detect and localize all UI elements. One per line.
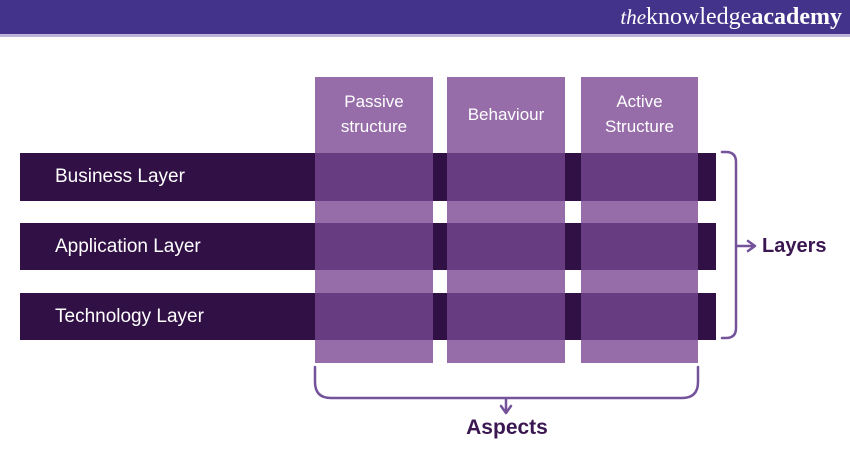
aspects-label: Aspects: [466, 416, 548, 439]
matrix-cell: [447, 153, 565, 201]
matrix-cell: [447, 293, 565, 340]
layers-bracket: [720, 150, 738, 340]
matrix-cell: [315, 153, 433, 201]
matrix-cell: [315, 223, 433, 270]
brand-logo-the: the: [620, 5, 647, 29]
column-header-active-structure: Active Structure: [605, 92, 674, 136]
row-label-technology-layer: Technology Layer: [55, 305, 204, 327]
matrix-cell: [581, 223, 698, 270]
row-label-business-layer: Business Layer: [55, 166, 185, 187]
layers-label: Layers: [762, 235, 827, 257]
aspects-bracket: [313, 365, 700, 400]
column-header-behaviour: Behaviour: [467, 104, 545, 124]
topbar: theknowledgeacademy: [0, 0, 850, 37]
matrix-cell: [315, 293, 433, 340]
column-header-passive-structure: Passive structure: [340, 92, 408, 136]
aspects-arrow-icon: [499, 397, 513, 415]
matrix-cell: [447, 223, 565, 270]
matrix-cell: [581, 153, 698, 201]
brand-logo-knowledge: knowledge: [646, 4, 752, 30]
layers-arrow-icon: [735, 239, 757, 253]
matrix-cell: [581, 293, 698, 340]
brand-logo: theknowledgeacademy: [620, 5, 850, 29]
row-label-application-layer: Application Layer: [55, 235, 201, 257]
brand-logo-academy: academy: [751, 4, 842, 30]
